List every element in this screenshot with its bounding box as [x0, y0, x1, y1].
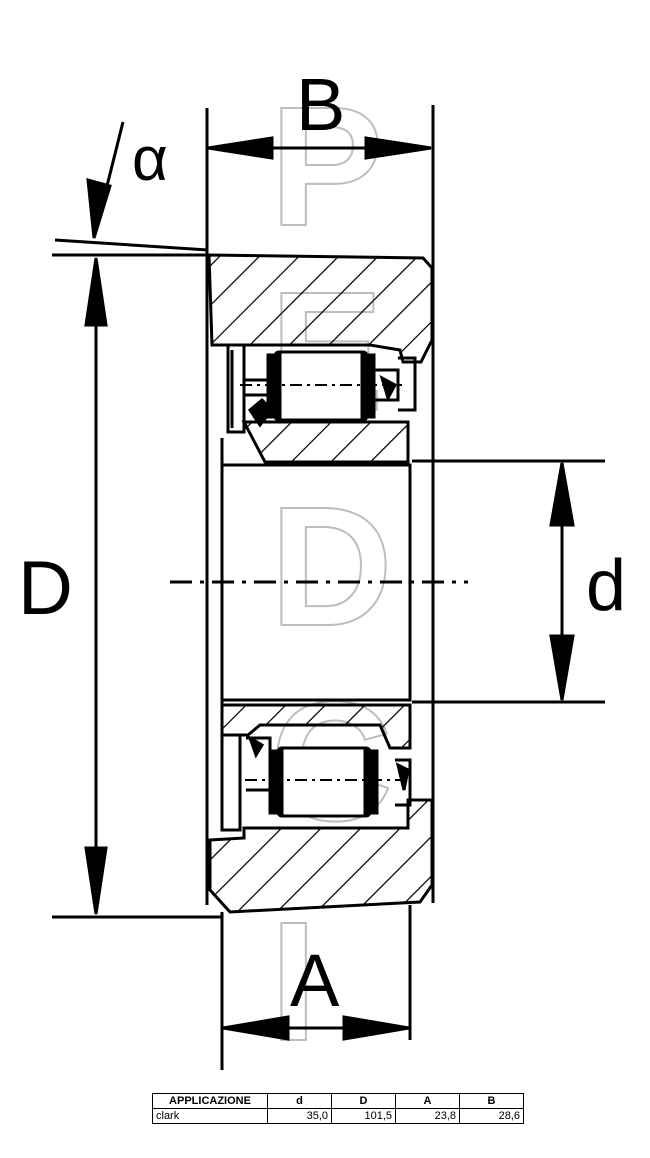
width-a-extension-lines	[220, 905, 412, 1070]
cell-b: 28,6	[459, 1108, 524, 1124]
outer-ring-upper	[207, 253, 434, 364]
cell-a: 23,8	[395, 1108, 460, 1124]
roller-lower	[245, 746, 408, 818]
table-row: clark 35,0 101,5 23,8 28,6	[152, 1108, 524, 1124]
cell-d-bore: 35,0	[267, 1108, 332, 1124]
outer-diameter-dimension	[52, 253, 222, 919]
header-d-bore: d	[267, 1093, 332, 1109]
table-header-row: APPLICAZIONE d D A B	[152, 1093, 524, 1109]
label-d-outer: D	[18, 546, 73, 631]
bearing-cross-section-drawing: P E D C I	[18, 63, 626, 1078]
cell-application: clark	[152, 1108, 268, 1124]
watermark: P E D C I	[269, 71, 394, 1078]
watermark-letter-p: P	[270, 72, 383, 262]
header-d-outer: D	[331, 1093, 396, 1109]
header-a: A	[395, 1093, 460, 1109]
width-b-extension-lines	[205, 105, 435, 905]
watermark-letter-i: I	[270, 887, 317, 1077]
header-b: B	[459, 1093, 524, 1109]
label-a: A	[290, 939, 340, 1022]
angle-alpha-dimension	[54, 121, 209, 252]
width-b-dimension	[207, 136, 432, 160]
application-dimensions-table: APPLICAZIONE d D A B clark 35,0 101,5 23…	[152, 1093, 524, 1124]
width-a-dimension	[222, 1015, 410, 1041]
watermark-letter-d: D	[270, 472, 393, 662]
outer-ring-lower	[208, 798, 434, 914]
label-b: B	[296, 63, 345, 146]
roller-upper	[240, 350, 405, 422]
cell-d-outer: 101,5	[331, 1108, 396, 1124]
inner-ring-lower	[220, 703, 412, 750]
inner-ring-upper	[241, 420, 410, 464]
label-alpha: α	[132, 125, 168, 194]
label-d-bore: d	[586, 546, 626, 626]
bore-diameter-dimension	[412, 459, 605, 704]
header-applicazione: APPLICAZIONE	[152, 1093, 268, 1109]
